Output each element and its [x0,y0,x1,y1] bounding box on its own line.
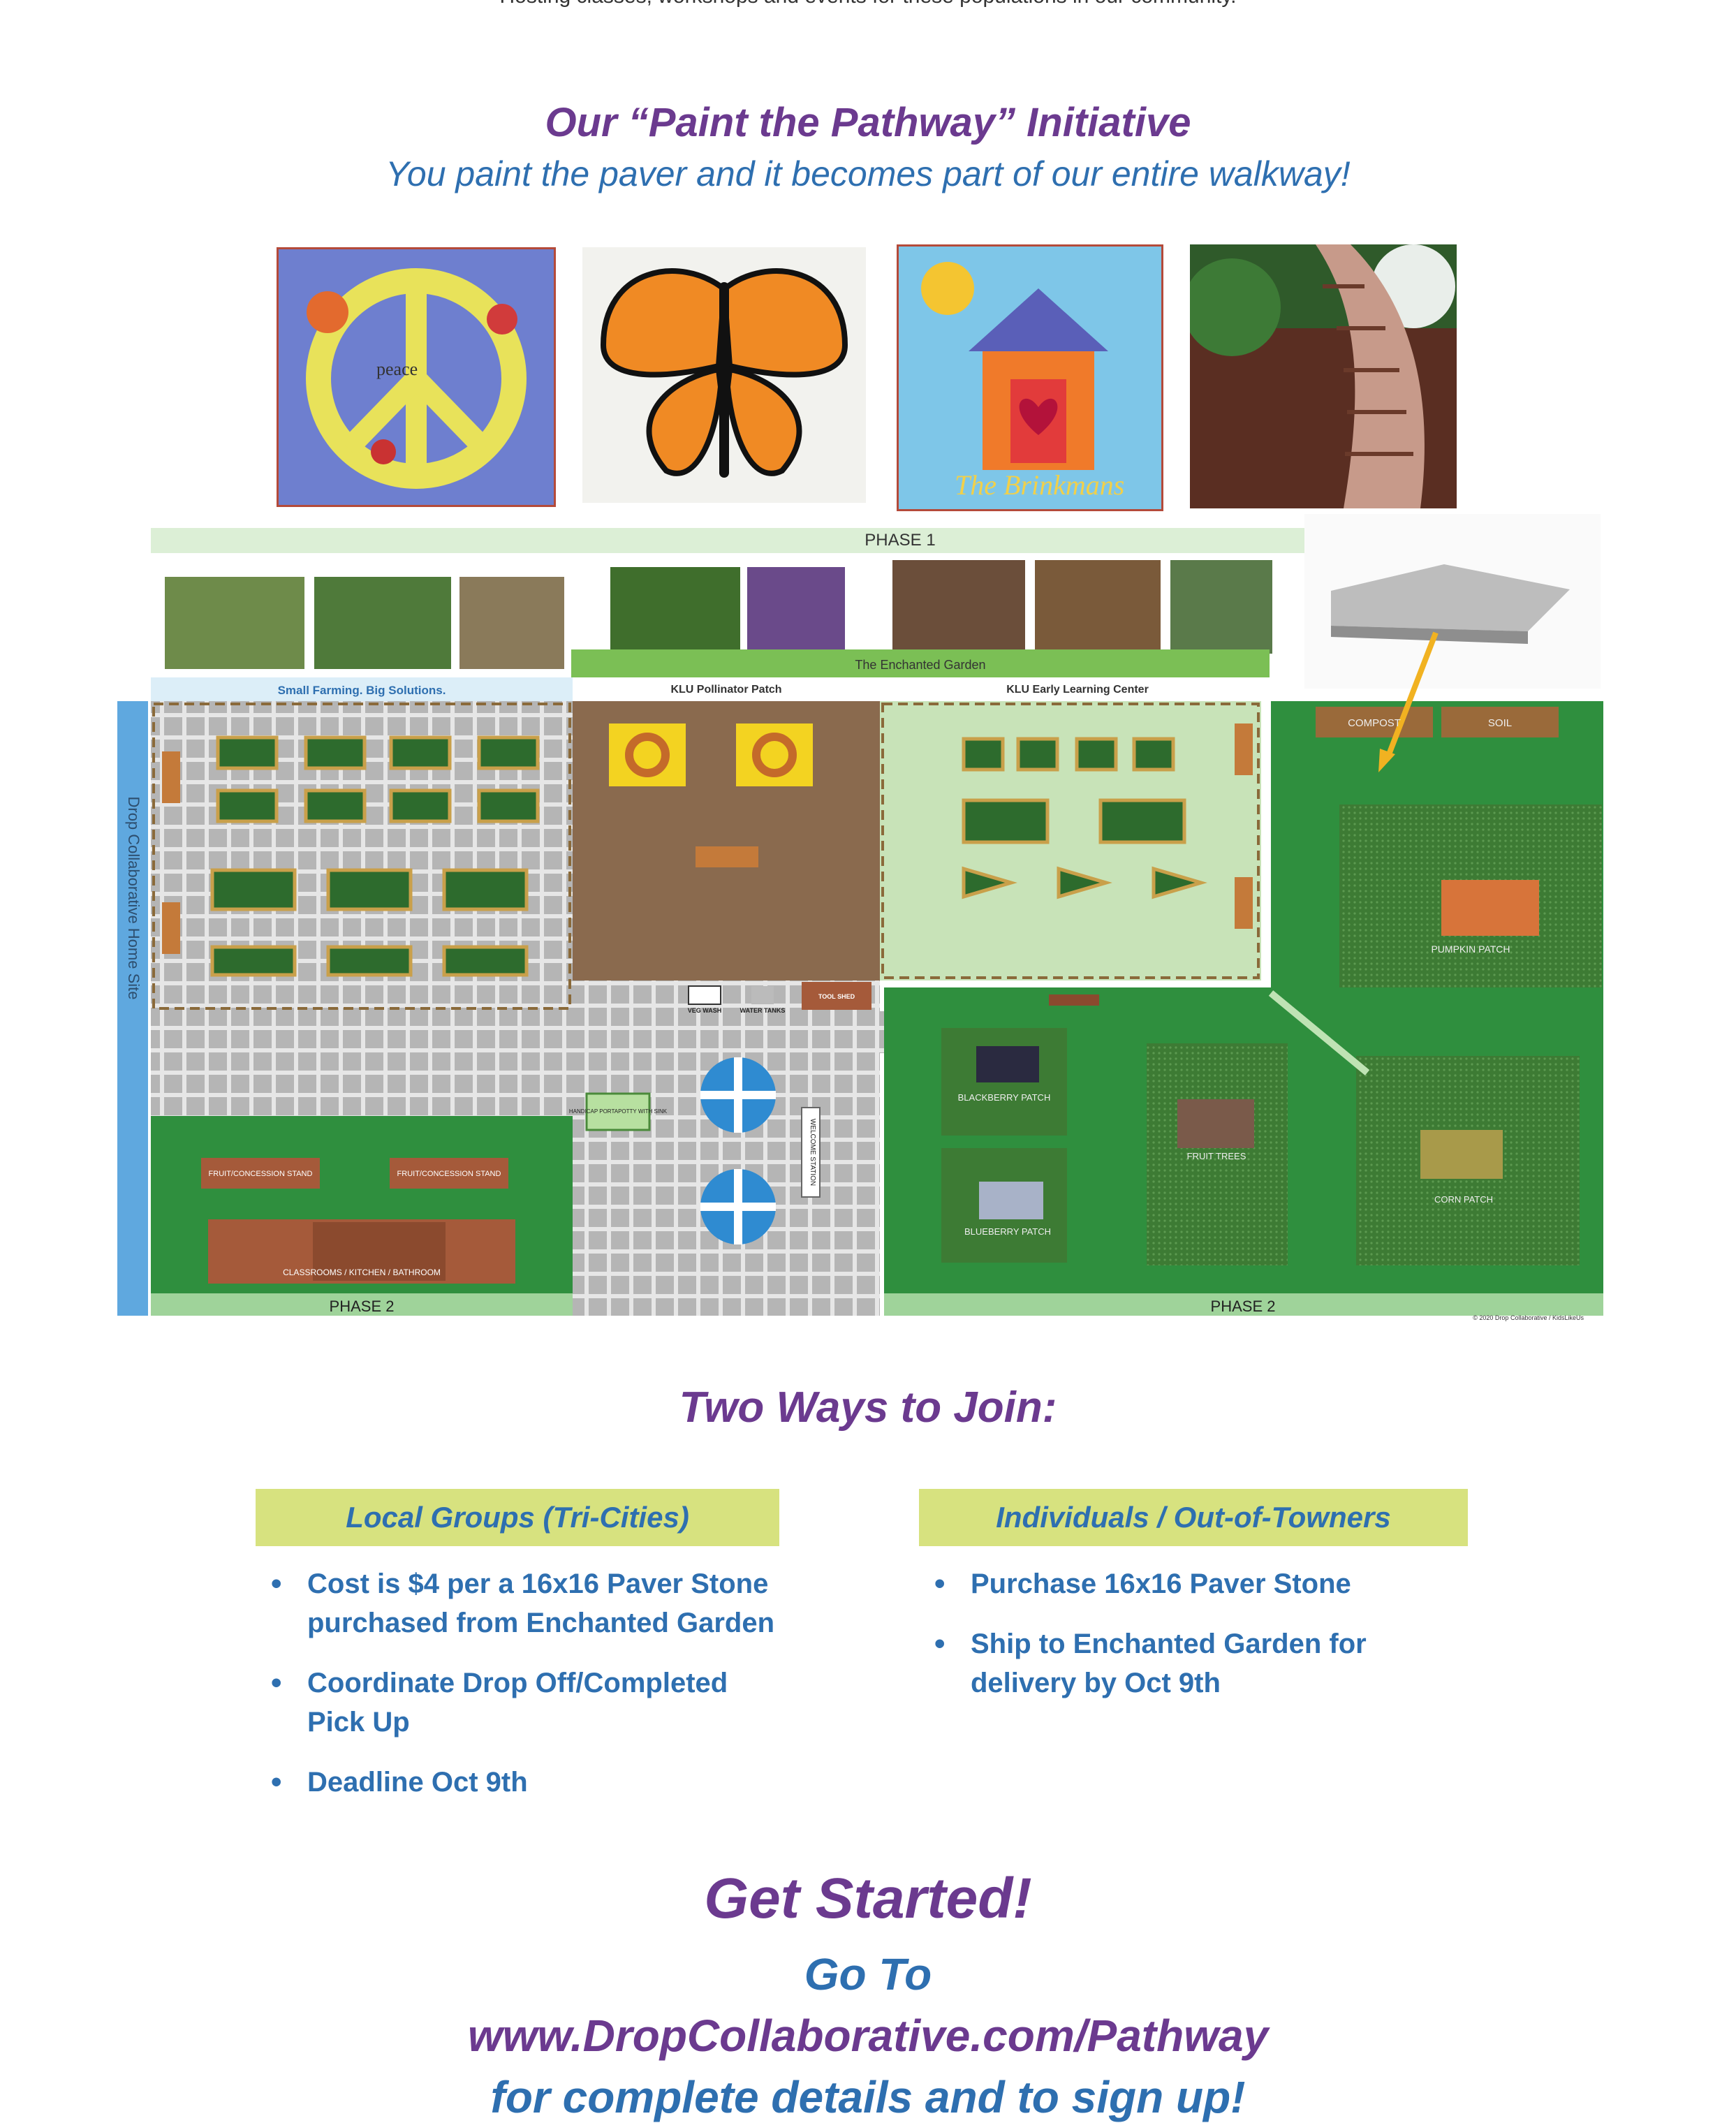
list-item: Coordinate Drop Off/Completed Pick Up [265,1663,782,1742]
list-item: Ship to Enchanted Garden for delivery by… [929,1624,1404,1703]
individuals-list: Purchase 16x16 Paver Stone Ship to Encha… [929,1564,1404,1724]
site-map-drawing: PHASE 1 The Enchanted Garden Small Farmi… [117,514,1603,1321]
compost-label: COMPOST [1348,717,1401,729]
get-started-heading: Get Started! [704,1867,1032,1930]
blackberry-label: BLACKBERRY PATCH [958,1092,1051,1103]
pollinator-label: KLU Pollinator Patch [670,684,781,696]
blueberry-label: BLUEBERRY PATCH [964,1226,1051,1237]
fruit-trees-label: FRUIT TREES [1187,1151,1246,1161]
individuals-heading: Individuals / Out-of-Towners [919,1489,1468,1546]
intro-line: Hosting classes, workshops and events fo… [0,0,1736,8]
go-to-text: Go To [804,1949,932,1999]
pathway-url-link[interactable]: www.DropCollaborative.com/Pathway [467,2011,1269,2061]
phase2-right-label: PHASE 2 [1211,1298,1276,1315]
local-groups-heading: Local Groups (Tri-Cities) [256,1489,779,1546]
fruit-stand-1-label: FRUIT/CONCESSION STAND [209,1170,313,1178]
peace-paver-text: peace [376,359,418,379]
enchanted-garden-label: The Enchanted Garden [855,658,985,672]
local-groups-list: Cost is $4 per a 16x16 Paver Stone purch… [265,1564,782,1823]
site-map: PHASE 1 The Enchanted Garden Small Farmi… [117,514,1603,1321]
soil-label: SOIL [1488,717,1512,729]
handicap-label: HANDICAP PORTAPOTTY WITH SINK [569,1108,668,1115]
butterfly-paver-photo [582,247,866,503]
corn-label: CORN PATCH [1434,1194,1493,1205]
list-item: Cost is $4 per a 16x16 Paver Stone purch… [265,1564,782,1643]
pumpkin-label: PUMPKIN PATCH [1431,943,1510,955]
tool-shed-label: TOOL SHED [818,993,855,1000]
welcome-label: WELCOME STATION [809,1119,816,1186]
house-paver-photo: The Brinkmans [897,244,1163,511]
home-site-label: Drop Collaborative Home Site [125,796,142,999]
pathway-photo [1190,244,1457,508]
water-tanks-label: WATER TANKS [740,1007,786,1014]
initiative-subtitle: You paint the paver and it becomes part … [385,154,1351,193]
phase2-left-label: PHASE 2 [330,1298,395,1315]
list-item: Deadline Oct 9th [265,1763,782,1802]
list-item: Purchase 16x16 Paver Stone [929,1564,1404,1603]
house-paver-text: The Brinkmans [955,469,1124,501]
small-farming-label: Small Farming. Big Solutions. [278,684,446,697]
join-title: Two Ways to Join: [679,1383,1057,1432]
copyright-label: © 2020 Drop Collaborative / KidsLikeUs [1473,1314,1584,1321]
fruit-stand-2-label: FRUIT/CONCESSION STAND [397,1170,501,1178]
details-text: for complete details and to sign up! [490,2072,1246,2122]
veg-wash-label: VEG WASH [688,1007,722,1014]
phase1-label: PHASE 1 [865,531,935,550]
peace-paver-photo: peace [277,247,556,507]
classrooms-label: CLASSROOMS / KITCHEN / BATHROOM [283,1268,441,1277]
early-learning-label: KLU Early Learning Center [1006,684,1149,696]
initiative-title: Our “Paint the Pathway” Initiative [545,100,1191,145]
